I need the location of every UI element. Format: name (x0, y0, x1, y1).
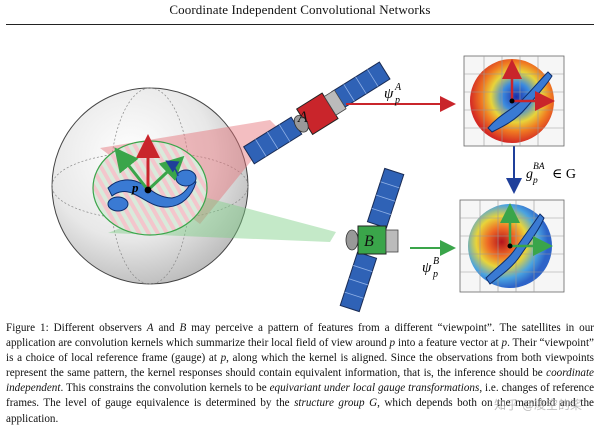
caption-label: Figure 1: (6, 322, 49, 334)
satellite-b-label: B (364, 233, 374, 250)
svg-text:p: p (432, 269, 438, 280)
figure: p A B ψ p A ψ p (0, 28, 600, 316)
satellite-a (242, 61, 391, 165)
running-header: Coordinate Independent Convolutional Net… (169, 2, 431, 17)
svg-text:BA: BA (533, 162, 545, 172)
header-rule (6, 24, 594, 25)
svg-text:ψ: ψ (384, 86, 394, 102)
kernel-panel-a (463, 55, 565, 147)
gauge-label: g p BA ∈ G (526, 162, 576, 186)
svg-text:p: p (394, 95, 400, 106)
satellite-b-body (357, 225, 387, 255)
satellite-a-label: A (297, 109, 308, 126)
svg-text:A: A (394, 82, 402, 93)
svg-text:g: g (526, 167, 533, 182)
kernel-b-label: ψ p B (422, 256, 439, 280)
figure-caption: Figure 1: Different observers A and B ma… (6, 322, 595, 425)
kernel-panel-b (459, 199, 565, 293)
local-patch: p (92, 134, 208, 236)
svg-text:∈ G: ∈ G (552, 167, 576, 182)
svg-text:ψ: ψ (422, 260, 432, 276)
point-label: p (131, 180, 139, 195)
kernel-a-label: ψ p A (384, 82, 402, 106)
svg-text:B: B (433, 256, 439, 267)
satellite-b (339, 167, 405, 313)
figure-illustration: p A B ψ p A ψ p (51, 55, 576, 313)
svg-text:p: p (532, 176, 538, 186)
